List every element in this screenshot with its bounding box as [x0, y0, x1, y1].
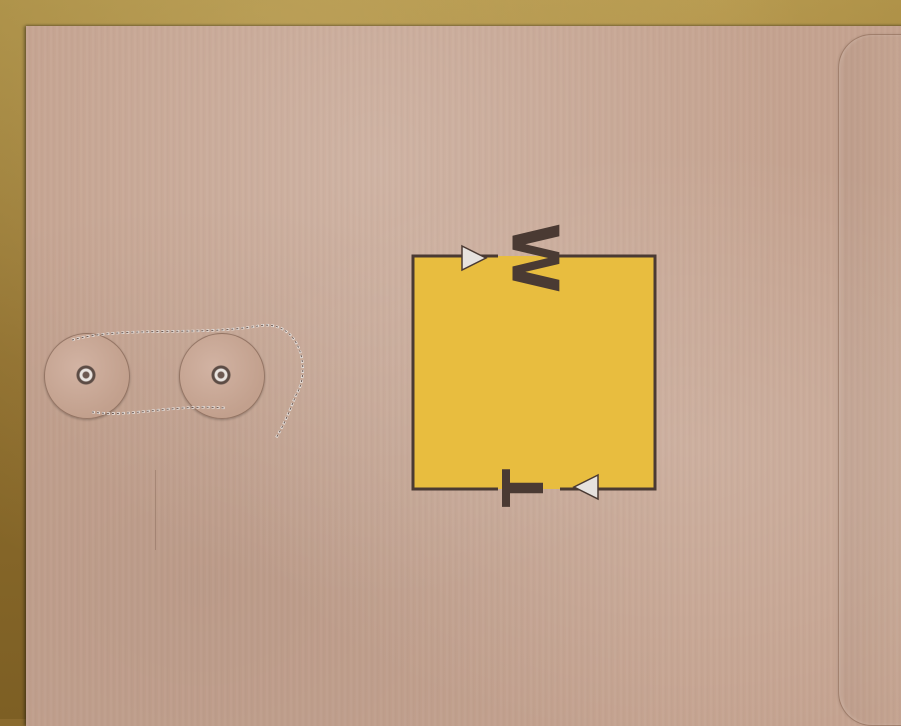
bottom-letter-t: T	[492, 469, 557, 507]
arrow-left-icon	[572, 473, 599, 501]
card-outline	[411, 254, 657, 491]
eyelet-left-icon	[76, 365, 96, 385]
envelope-crease	[155, 470, 156, 550]
string-tie-button-right[interactable]	[179, 333, 265, 419]
arrow-right-icon	[461, 244, 488, 272]
eyelet-right-icon	[211, 365, 231, 385]
card-face	[413, 256, 655, 489]
puzzle-card[interactable]: W T	[400, 210, 680, 520]
top-letter-w: W	[496, 223, 570, 294]
